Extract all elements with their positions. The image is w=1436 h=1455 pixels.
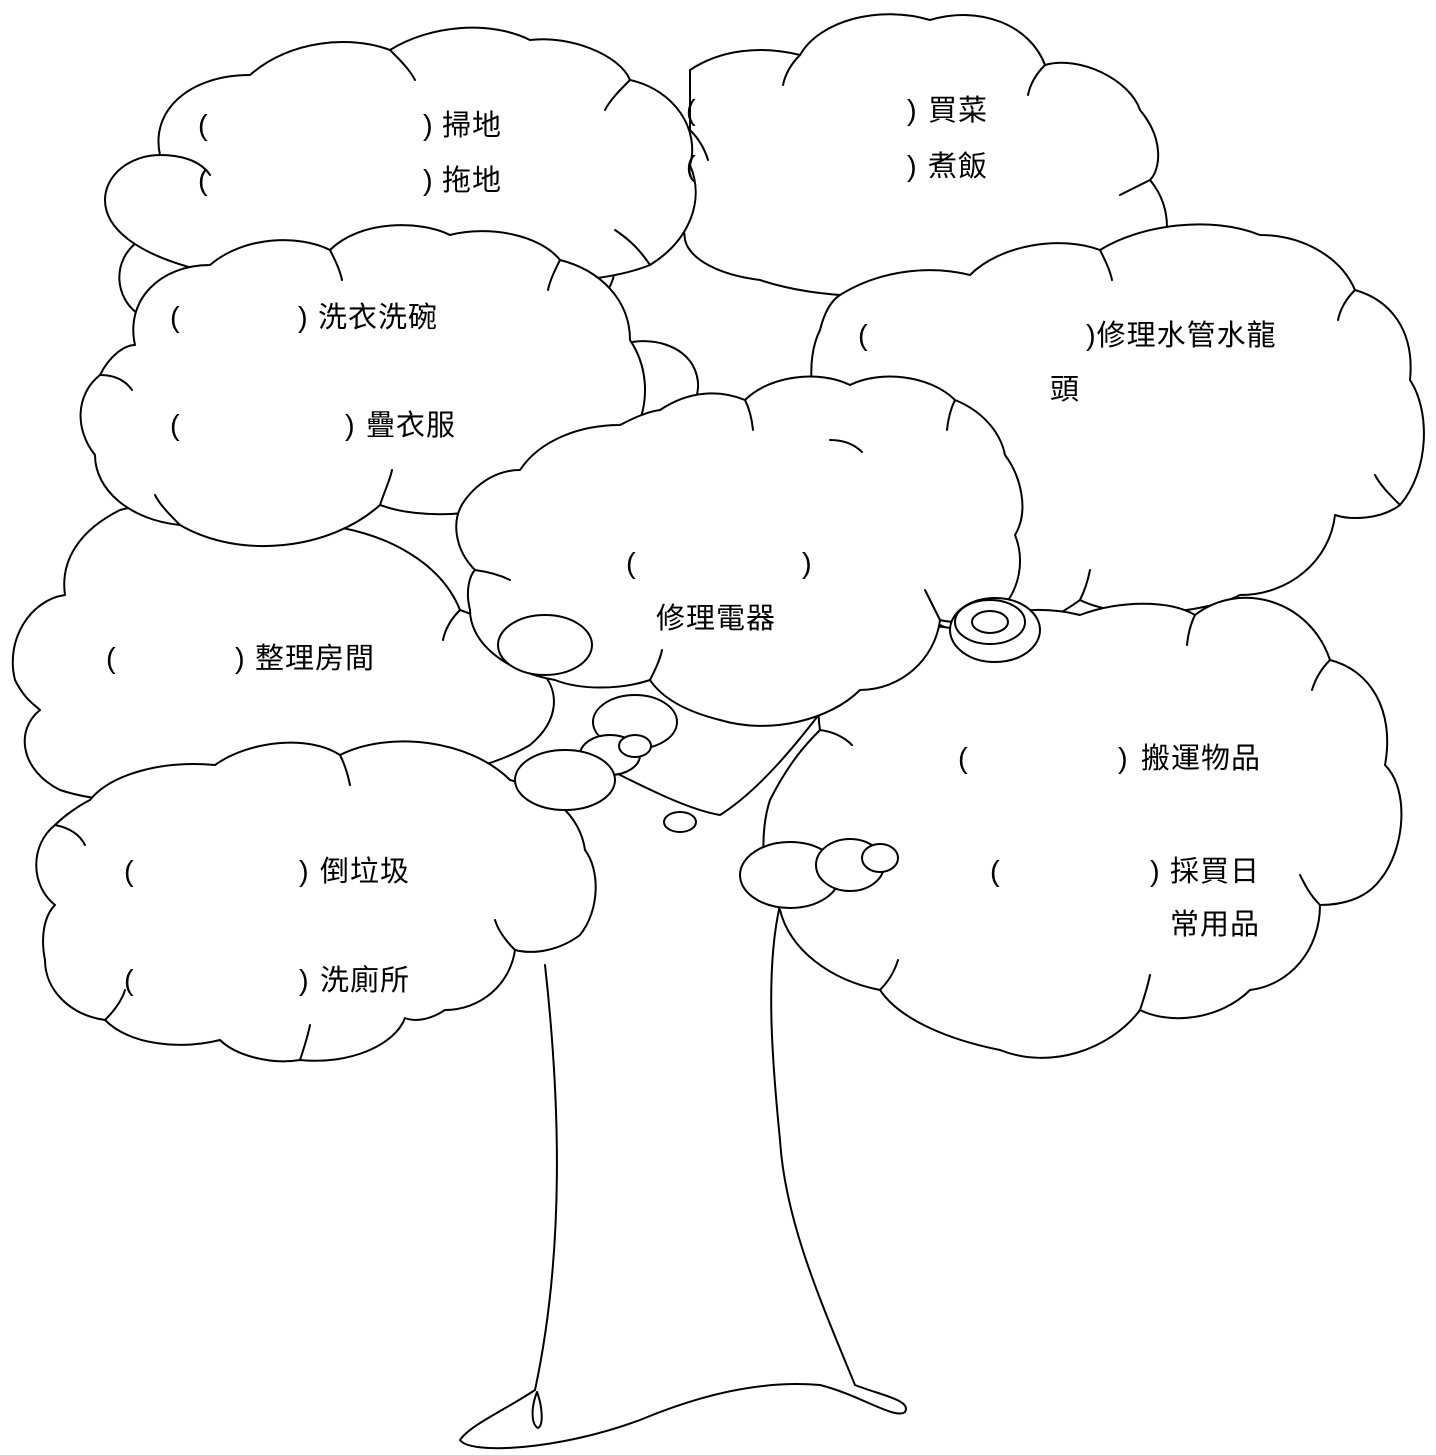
- top-right-row1-open: (: [686, 95, 697, 127]
- laundry-row1-task: 洗衣洗碗: [318, 302, 439, 334]
- bubble-lower-3: [861, 843, 899, 873]
- cloud-top-right: [681, 13, 1168, 298]
- top-left-row1-open: (: [198, 110, 209, 142]
- bottom-right-row3-task: 常用品: [1170, 909, 1261, 941]
- top-right-row2-close: ): [907, 151, 918, 183]
- plumbing-row1-open: (: [858, 320, 869, 352]
- top-right-row1-close: ): [907, 95, 918, 127]
- bottom-right-row2-task: 採買日: [1170, 856, 1261, 888]
- bottom-right-row1-open: (: [958, 743, 969, 775]
- top-left-row1-task: 掃地: [442, 110, 503, 142]
- bottom-left-row1-task: 倒垃圾: [320, 856, 411, 888]
- cloud-scallop-lines: [54, 49, 1401, 1061]
- bubble-left-small: [663, 811, 697, 833]
- bubble-center-3: [618, 734, 652, 758]
- cloud-center: [455, 375, 1024, 727]
- cloud-bottom-left: [35, 740, 597, 1063]
- center-row1-close: ): [802, 548, 813, 580]
- room-row1-open: (: [106, 643, 117, 675]
- top-left-row2-close: ): [423, 165, 434, 197]
- bottom-left-row1-close: ): [299, 856, 310, 888]
- bottom-left-row2-task: 洗廁所: [320, 965, 411, 997]
- laundry-row2-open: (: [170, 410, 181, 442]
- bottom-right-row2-open: (: [990, 856, 1001, 888]
- bubble-left-large: [514, 749, 616, 811]
- laundry-row1-open: (: [170, 302, 181, 334]
- top-right-row2-task: 煮飯: [928, 151, 989, 183]
- center-row1-open: (: [626, 548, 637, 580]
- bottom-left-row2-open: (: [124, 965, 135, 997]
- bubble-right-3: [971, 610, 1009, 634]
- thought-bubbles: [497, 597, 1041, 909]
- bubble-center-large: [497, 614, 593, 676]
- laundry-row2-task: 疊衣服: [366, 410, 457, 442]
- top-left-row1-close: ): [423, 110, 434, 142]
- plumbing-row2-task: 頭: [1050, 374, 1081, 406]
- laundry-row1-close: ): [298, 302, 309, 334]
- laundry-row2-close: ): [345, 410, 356, 442]
- top-right-row2-open: (: [686, 151, 697, 183]
- top-left-row2-task: 拖地: [442, 165, 503, 197]
- bottom-left-row2-close: ): [299, 965, 310, 997]
- bottom-right-row2-close: ): [1150, 856, 1161, 888]
- bottom-right-row1-close: ): [1118, 743, 1129, 775]
- bottom-left-row1-open: (: [124, 856, 135, 888]
- top-right-row1-task: 買菜: [928, 95, 989, 127]
- center-row2-task: 修理電器: [656, 603, 777, 635]
- room-row1-task: 整理房間: [255, 643, 376, 675]
- bottom-right-row1-task: 搬運物品: [1141, 743, 1262, 775]
- room-row1-close: ): [235, 643, 246, 675]
- top-left-row2-open: (: [198, 165, 209, 197]
- plumbing-row1-task: )修理水管水龍: [1086, 320, 1277, 352]
